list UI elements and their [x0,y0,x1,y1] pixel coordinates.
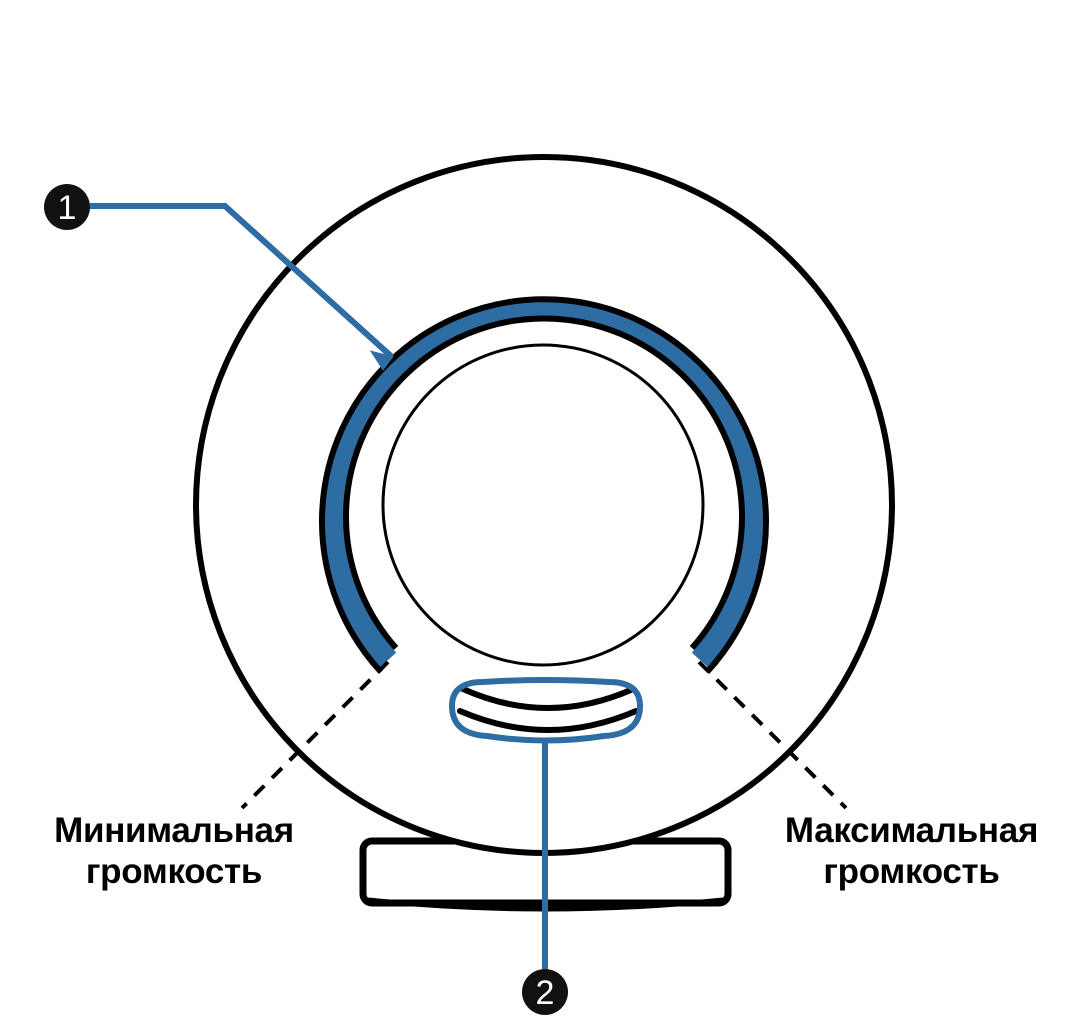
callout-1-marker[interactable] [44,184,90,230]
volume-ring-inner-edge [343,315,745,650]
volume-ring [319,296,769,675]
speaker-inner-circle [381,343,705,667]
max-volume-dashed-leader [697,660,848,810]
indicator-slot-line-lower [457,708,639,733]
volume-ring-outer-edge [319,296,769,675]
callout-1-arrowhead [369,350,394,371]
indicator-slot [449,672,644,744]
callout-2-marker[interactable] [522,969,568,1015]
callout-1-leader-line [90,203,395,360]
indicator-slot-line-upper [460,686,636,711]
min-volume-dashed-leader [240,660,390,810]
max-volume-label: Максимальная громкость [784,811,1039,892]
min-volume-label: Минимальная громкость [54,811,294,892]
indicator-highlight-capsule [449,677,643,744]
volume-ring-band [323,298,765,668]
